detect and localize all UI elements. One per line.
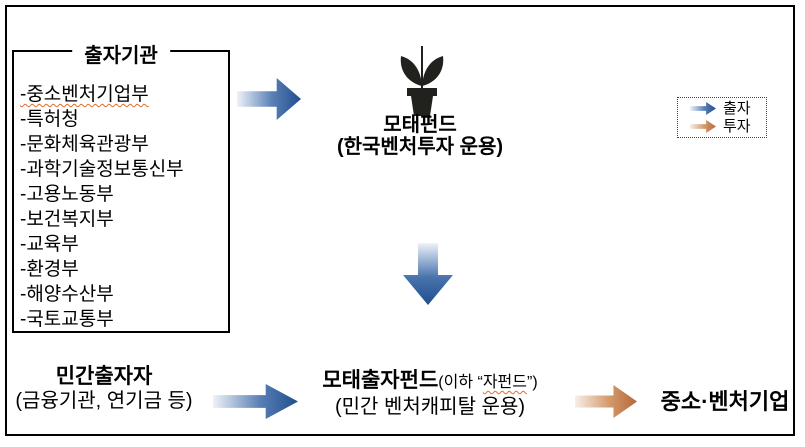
funder-item: -환경부 xyxy=(20,259,79,280)
child-fund-name-line: 모태출자펀드(이하 “자펀드”) xyxy=(305,369,555,395)
right-arrow-blue-bottom-icon xyxy=(213,384,298,419)
private-investors-detail: (금융기관, 연기금 등) xyxy=(15,390,193,412)
outer-border xyxy=(5,5,795,436)
child-fund-alias-close: ”) xyxy=(526,374,538,391)
funder-item: -보건복지부 xyxy=(20,209,114,230)
funder-item: -문화체육관광부 xyxy=(20,134,149,155)
funder-item: -국토교통부 xyxy=(20,309,114,330)
target-companies-label: 중소·벤처기업 xyxy=(660,389,790,414)
funder-item: -과학기술정보통신부 xyxy=(20,159,184,180)
legend-box: 출자 투자 xyxy=(677,97,767,138)
child-fund-operator: (민간 벤처캐피탈 운용) xyxy=(334,396,526,418)
funder-item: -고용노동부 xyxy=(20,184,114,205)
child-fund-name: 모태출자펀드 xyxy=(322,369,439,392)
right-arrow-blue-icon xyxy=(237,78,301,120)
legend-right-arrow-orange-icon xyxy=(690,120,716,133)
funder-item: -교육부 xyxy=(20,234,79,255)
private-investors-label: 민간출자자 (금융기관, 연기금 등) xyxy=(2,365,206,413)
potted-plant-icon xyxy=(400,46,444,116)
legend-right-arrow-blue-icon xyxy=(690,102,716,115)
child-fund-alias-word: 자펀드 xyxy=(482,374,527,391)
private-investors-name: 민간출자자 xyxy=(55,365,153,388)
funders-list: -중소벤처기업부 -특허청 -문화체육관광부 -과학기술정보통신부 -고용노동부… xyxy=(14,52,228,332)
child-fund-label: 모태출자펀드(이하 “자펀드”) (민간 벤처캐피탈 운용) xyxy=(305,369,555,419)
legend-label-chulja: 출자 xyxy=(723,100,751,117)
funder-item: -해양수산부 xyxy=(20,284,114,305)
funders-box: 출자기관 -중소벤처기업부 -특허청 -문화체육관광부 -과학기술정보통신부 -… xyxy=(12,39,230,333)
funder-item: -중소벤처기업부 xyxy=(20,84,149,105)
down-arrow-blue-icon xyxy=(403,243,453,305)
right-arrow-orange-icon xyxy=(575,385,637,418)
funder-item: -특허청 xyxy=(20,109,79,130)
mother-fund-name: 모태펀드 xyxy=(383,114,457,136)
legend-row-tuja: 투자 xyxy=(690,118,766,135)
child-fund-alias: (이하 “자펀드”) xyxy=(438,374,537,391)
legend-row-chulja: 출자 xyxy=(690,100,766,117)
funders-box-title: 출자기관 xyxy=(72,39,170,68)
legend-label-tuja: 투자 xyxy=(723,118,751,135)
mother-fund-operator: (한국벤처투자 운용) xyxy=(336,136,504,158)
mother-fund-label: 모태펀드 (한국벤처투자 운용) xyxy=(300,114,540,158)
child-fund-alias-open: (이하 “ xyxy=(438,374,483,391)
